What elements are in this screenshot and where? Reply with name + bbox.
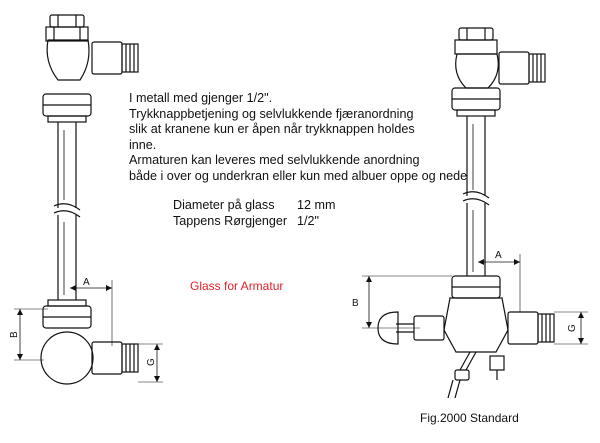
- description-line: I metall med gjenger 1/2".: [129, 91, 273, 105]
- spec-row-diameter: Diameter på glass 12 mm: [173, 197, 336, 213]
- left-dimension-g-label: G: [146, 358, 157, 366]
- left-dimension-a-label: A: [83, 277, 90, 288]
- right-dimension-b-label: B: [352, 298, 359, 309]
- product-description: I metall med gjenger 1/2". Trykknappbetj…: [129, 91, 469, 184]
- spec-label: Tappens Rørgjenger: [173, 214, 288, 228]
- description-line: slik at kranene kun er åpen når trykknap…: [129, 122, 415, 136]
- right-gauge-glass-assembly: [362, 27, 588, 399]
- spec-row-thread: Tappens Rørgjenger 1/2": [173, 213, 336, 229]
- spec-value: 12 mm: [297, 198, 336, 212]
- right-dimension-g-label: G: [567, 324, 578, 332]
- spec-value: 1/2": [297, 214, 319, 228]
- right-dimension-a-label: A: [495, 250, 502, 261]
- description-line: Trykknappbetjening og selvlukkende fjæra…: [129, 106, 414, 121]
- description-line: inne.: [129, 137, 157, 152]
- spec-table: Diameter på glass 12 mm Tappens Rørgjeng…: [173, 197, 336, 229]
- product-label: Glass for Armatur: [190, 279, 284, 293]
- left-dimension-b-label: B: [9, 331, 20, 338]
- description-line: Armaturen kan leveres med selvlukkende a…: [129, 153, 420, 167]
- left-gauge-glass-assembly: [14, 14, 163, 385]
- figure-caption: Fig.2000 Standard: [420, 411, 519, 425]
- spec-label: Diameter på glass: [173, 198, 275, 212]
- description-line: både i over og underkran eller kun med a…: [129, 168, 468, 183]
